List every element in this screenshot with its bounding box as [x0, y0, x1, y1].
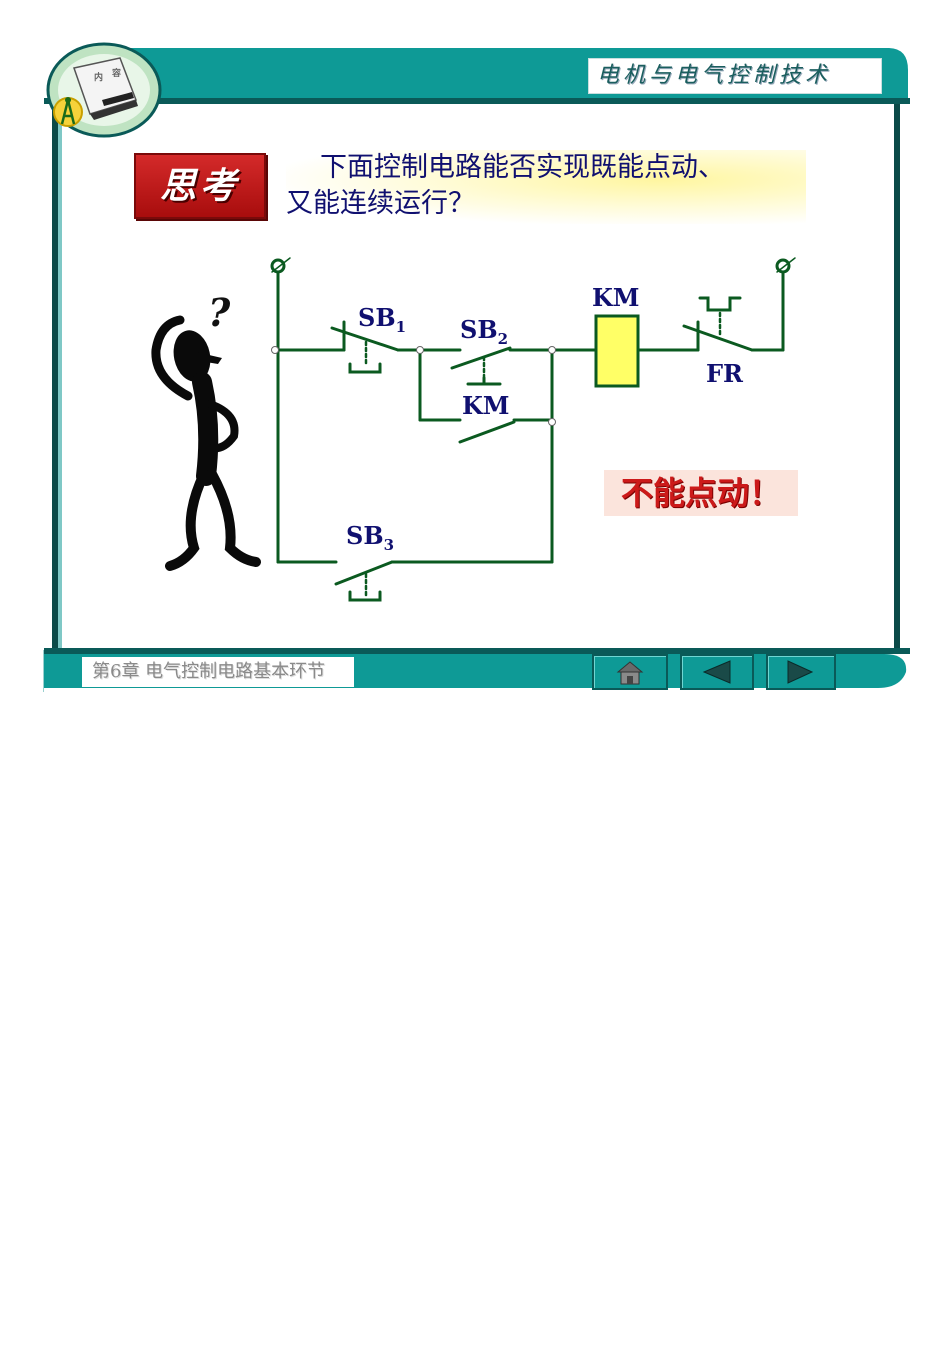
svg-text:内: 内 [94, 71, 103, 83]
home-icon [616, 661, 644, 685]
previous-button[interactable] [680, 654, 754, 690]
course-logo: 内 容 [46, 42, 162, 138]
fr-label: FR [706, 359, 744, 388]
km-coil [594, 314, 640, 388]
thinking-figure: ? [151, 290, 261, 571]
sb1-contact [330, 320, 400, 374]
question-mark: ? [208, 290, 231, 335]
antenna-icon [53, 97, 83, 127]
sb3-label: SB3 [346, 521, 394, 554]
chapter-label: 第6章 电气控制电路基本环节 [82, 657, 354, 687]
next-button[interactable] [766, 654, 836, 690]
arrow-left-icon [702, 660, 731, 684]
sb1-label: SB1 [358, 303, 406, 336]
question-line-2: 又能连续运行？ [286, 188, 475, 219]
control-circuit: SB1 SB2 KM KM FR SB3 [270, 257, 796, 602]
sb2-label: SB2 [460, 315, 508, 348]
arrow-right-icon [787, 660, 814, 684]
question-line-1: 下面控制电路能否实现既能点动、 [320, 152, 725, 183]
think-badge: 思考 [134, 153, 266, 219]
slide: 内 容 电机与电气控制技术 思考 下面控制电路能否实现既能点动、 又能连续运行？… [43, 42, 910, 692]
question-text: 下面控制电路能否实现既能点动、 又能连续运行？ [286, 150, 806, 224]
home-button[interactable] [592, 654, 668, 690]
km-holding-contact [458, 420, 516, 444]
book-icon: 内 容 [73, 57, 138, 120]
fr-contact [682, 296, 754, 352]
km-contact-label: KM [462, 391, 509, 420]
sb3-contact [334, 560, 394, 602]
svg-text:容: 容 [111, 67, 121, 79]
answer-text: 不能点动！ [604, 470, 798, 516]
sb2-contact [450, 346, 512, 386]
km-coil-label: KM [592, 283, 639, 312]
course-title: 电机与电气控制技术 [588, 58, 882, 94]
